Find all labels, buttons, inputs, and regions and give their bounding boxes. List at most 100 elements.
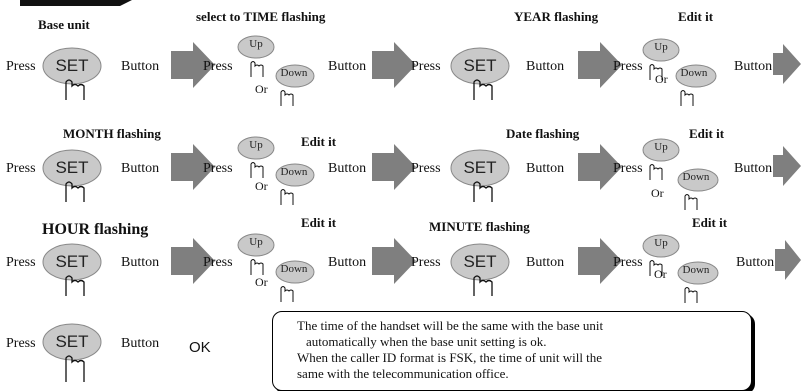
set-label: SET xyxy=(55,332,89,351)
button-label: Button xyxy=(526,161,565,176)
button-label: Button xyxy=(526,59,565,74)
press-label: Press xyxy=(613,255,643,270)
next-arrow-icon xyxy=(578,42,622,88)
set-label: SET xyxy=(55,158,89,177)
down-label: Down xyxy=(680,67,708,79)
next-arrow-icon xyxy=(578,238,622,284)
or-label: Or xyxy=(651,186,664,200)
or-label: Or xyxy=(255,82,268,96)
next-arrow-icon xyxy=(773,146,801,186)
title-edit-it: Edit it xyxy=(301,215,337,230)
set-button[interactable]: SET xyxy=(450,148,518,202)
up-label: Up xyxy=(654,141,668,153)
down-button[interactable]: Down xyxy=(677,168,719,210)
button-label: Button xyxy=(121,255,160,270)
up-label: Up xyxy=(249,38,263,50)
up-button[interactable]: Up xyxy=(642,138,682,180)
up-button[interactable]: Up xyxy=(237,35,277,77)
set-button[interactable]: SET xyxy=(450,46,518,100)
press-label: Press xyxy=(6,336,36,351)
press-label: Press xyxy=(203,255,233,270)
note-line: When the caller ID format is FSK, the ti… xyxy=(297,350,603,365)
title-edit-it: Edit it xyxy=(678,9,714,24)
down-button[interactable]: Down xyxy=(275,64,315,106)
press-label: Press xyxy=(203,161,233,176)
up-button[interactable]: Up xyxy=(237,233,277,275)
down-button[interactable]: Down xyxy=(677,261,719,303)
up-label: Up xyxy=(654,41,668,53)
set-button[interactable]: SET xyxy=(42,148,110,202)
button-label: Button xyxy=(328,255,367,270)
next-arrow-icon xyxy=(171,42,215,88)
up-button[interactable]: Up xyxy=(642,38,682,80)
set-label: SET xyxy=(463,252,497,271)
next-arrow-icon xyxy=(773,44,801,84)
down-button[interactable]: Down xyxy=(275,163,315,205)
note-line: same with the telecommunication office. xyxy=(297,366,509,381)
press-label: Press xyxy=(6,255,36,270)
title-hour-flashing: HOUR flashing xyxy=(42,221,149,238)
button-label: Button xyxy=(328,161,367,176)
title-edit-it: Edit it xyxy=(301,134,337,149)
press-label: Press xyxy=(6,161,36,176)
up-button[interactable]: Up xyxy=(642,234,682,276)
down-button[interactable]: Down xyxy=(675,64,717,106)
next-arrow-icon xyxy=(372,42,416,88)
up-label: Up xyxy=(249,139,263,151)
or-label: Or xyxy=(255,275,268,289)
set-button[interactable]: SET xyxy=(42,242,110,296)
next-arrow-icon xyxy=(171,144,215,190)
down-button[interactable]: Down xyxy=(275,260,315,302)
up-label: Up xyxy=(249,236,263,248)
next-arrow-icon xyxy=(372,144,416,190)
or-label: Or xyxy=(654,267,667,281)
button-label: Button xyxy=(736,255,775,270)
press-label: Press xyxy=(613,59,643,74)
button-label: Button xyxy=(121,161,160,176)
next-arrow-icon xyxy=(171,238,215,284)
button-label: Button xyxy=(526,255,565,270)
down-label: Down xyxy=(682,171,710,183)
set-label: SET xyxy=(55,252,89,271)
button-label: Button xyxy=(121,59,160,74)
down-label: Down xyxy=(280,67,308,79)
note-line: automatically when the base unit setting… xyxy=(306,334,547,349)
set-button[interactable]: SET xyxy=(450,242,518,296)
down-label: Down xyxy=(280,263,308,275)
title-date-flashing: Date flashing xyxy=(506,126,580,141)
set-label: SET xyxy=(463,158,497,177)
button-label: Button xyxy=(734,161,773,176)
press-label: Press xyxy=(6,59,36,74)
down-label: Down xyxy=(682,264,710,276)
note-line: The time of the handset will be the same… xyxy=(297,318,604,333)
press-label: Press xyxy=(411,255,441,270)
down-label: Down xyxy=(280,166,308,178)
set-label: SET xyxy=(463,56,497,75)
title-edit-it: Edit it xyxy=(689,126,725,141)
set-label: SET xyxy=(55,56,89,75)
next-arrow-icon xyxy=(372,238,416,284)
press-label: Press xyxy=(411,161,441,176)
up-button[interactable]: Up xyxy=(237,136,277,178)
title-select-time: select to TIME flashing xyxy=(196,9,326,24)
title-minute-flashing: MINUTE flashing xyxy=(429,219,530,234)
button-label: Button xyxy=(734,59,773,74)
button-label: Button xyxy=(328,59,367,74)
set-button[interactable]: SET xyxy=(42,322,110,382)
note-box: The time of the handset will be the same… xyxy=(272,311,752,391)
set-button[interactable]: SET xyxy=(42,46,110,100)
press-label: Press xyxy=(613,161,643,176)
button-label: Button xyxy=(121,336,160,351)
next-arrow-icon xyxy=(775,240,801,280)
title-base-unit: Base unit xyxy=(38,17,90,32)
header-banner xyxy=(20,0,132,6)
or-label: Or xyxy=(255,179,268,193)
title-month-flashing: MONTH flashing xyxy=(63,126,161,141)
title-edit-it: Edit it xyxy=(692,215,728,230)
next-arrow-icon xyxy=(578,144,622,190)
ok-label: OK xyxy=(189,339,211,356)
press-label: Press xyxy=(203,59,233,74)
press-label: Press xyxy=(411,59,441,74)
title-year-flashing: YEAR flashing xyxy=(514,9,599,24)
up-label: Up xyxy=(654,237,668,249)
